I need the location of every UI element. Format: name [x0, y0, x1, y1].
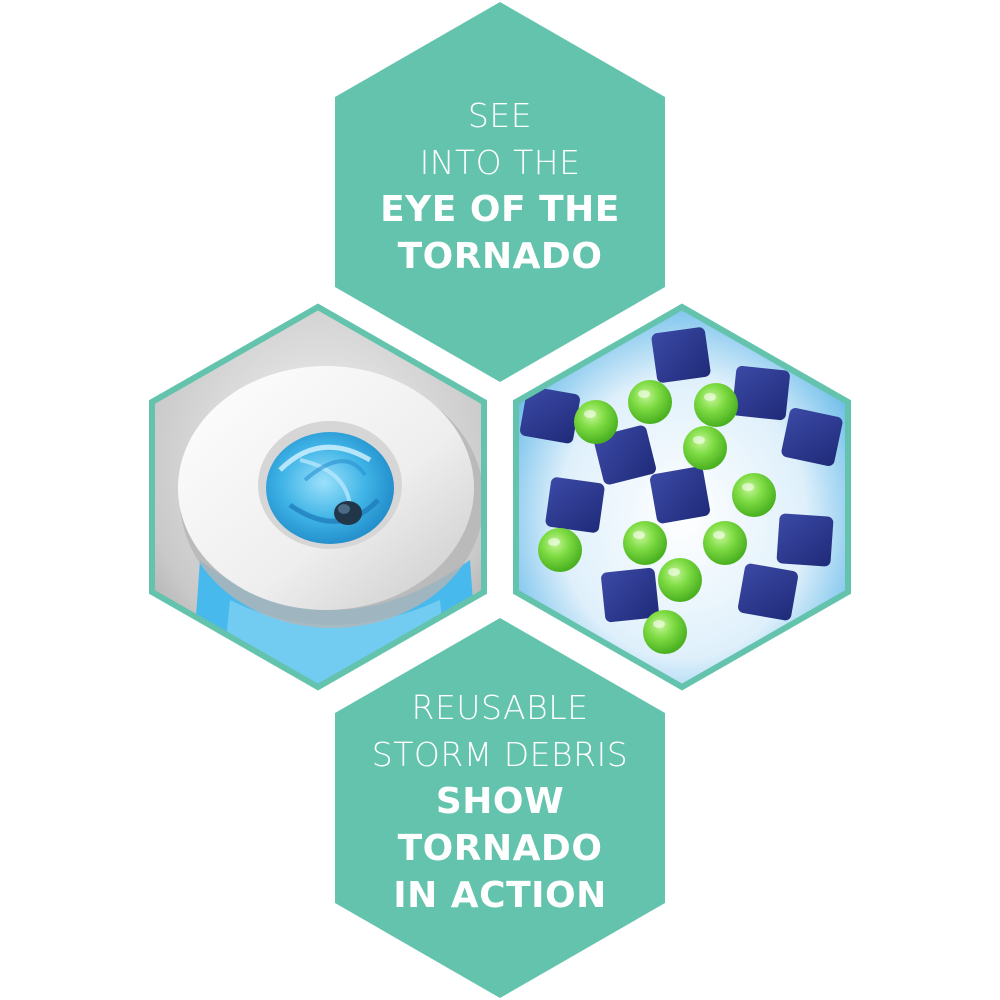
debris-ball	[623, 521, 667, 565]
debris-ball-highlight	[584, 410, 596, 418]
top-hex-line: EYE OF THE	[380, 189, 620, 230]
debris-cube	[520, 386, 580, 444]
debris-cube	[601, 567, 659, 623]
bottom-hex-line: TORNADO	[397, 828, 603, 869]
debris-ball-highlight	[742, 483, 754, 491]
right-hexagon-border	[513, 303, 851, 691]
debris-ball-highlight	[653, 620, 665, 628]
debris-ball	[683, 426, 727, 470]
bottom-hex-line: REUSABLE	[411, 688, 589, 727]
debris-ball-highlight	[638, 390, 650, 398]
debris-ball-highlight	[633, 531, 645, 539]
debris-ball-highlight	[704, 393, 716, 401]
debris-ball	[732, 473, 776, 517]
top-hex-line: INTO THE	[419, 143, 581, 182]
debris-cube	[651, 327, 711, 383]
bottom-hex-line: STORM DEBRIS	[371, 735, 629, 774]
bottom-hex-line: SHOW	[435, 781, 565, 822]
debris-ball	[703, 521, 747, 565]
bottom-hex-line: IN ACTION	[393, 875, 607, 916]
debris-ball	[658, 558, 702, 602]
debris-ball	[628, 380, 672, 424]
debris-cube	[781, 408, 843, 466]
debris-ball-highlight	[548, 538, 560, 546]
debris-ball-highlight	[693, 436, 705, 444]
tornado-vortex-photo	[152, 307, 484, 687]
debris-ball	[694, 383, 738, 427]
top-hexagon-text: SEE INTO THE EYE OF THE TORNADO	[340, 92, 660, 280]
top-hex-line: TORNADO	[397, 236, 603, 277]
debris-ball-highlight	[668, 568, 680, 576]
left-hexagon-border	[149, 303, 487, 691]
debris-cube	[732, 365, 790, 421]
top-hexagon	[335, 2, 665, 382]
storm-debris-photo	[516, 307, 848, 687]
debris-ball-highlight	[713, 531, 725, 539]
debris-cube	[738, 563, 798, 621]
debris-cube	[650, 466, 710, 524]
debris-ball	[574, 400, 618, 444]
debris-cube	[776, 513, 834, 567]
debris-cube	[545, 477, 605, 533]
bottom-hexagon	[335, 618, 665, 998]
bottom-hexagon-text: REUSABLE STORM DEBRIS SHOW TORNADO IN ACTION	[330, 684, 670, 919]
debris-ball	[538, 528, 582, 572]
debris-cube	[594, 425, 656, 485]
debris-ball	[643, 610, 687, 654]
top-hex-line: SEE	[467, 96, 533, 135]
